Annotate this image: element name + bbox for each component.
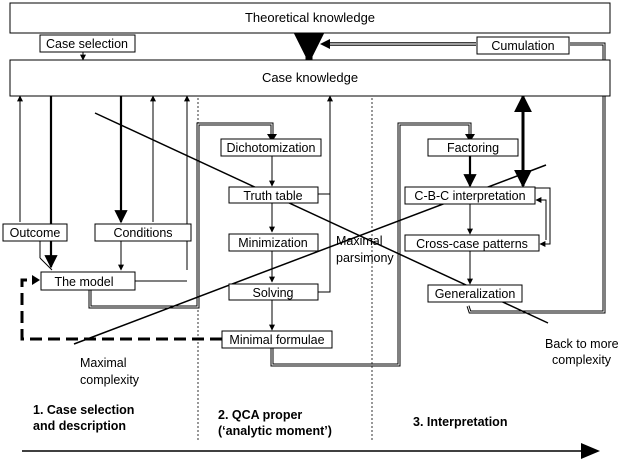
box-truth-table bbox=[228, 186, 319, 204]
label-case-selection: Case selection bbox=[46, 37, 128, 51]
label-solving: Solving bbox=[253, 286, 294, 300]
label-minimization: Minimization bbox=[238, 236, 308, 250]
annotation-maximal-complexity-2: complexity bbox=[80, 373, 140, 387]
label-generalization: Generalization bbox=[435, 287, 516, 301]
label-the-model: The model bbox=[54, 275, 113, 289]
label-theoretical-knowledge: Theoretical knowledge bbox=[245, 10, 375, 25]
box-cross-case-patterns bbox=[404, 234, 540, 252]
connectors bbox=[17, 2, 606, 459]
annotation-maximal-complexity-1: Maximal bbox=[80, 356, 127, 370]
box-case-selection bbox=[39, 34, 136, 53]
box-solving bbox=[228, 283, 319, 301]
box-generalization bbox=[427, 284, 523, 303]
label-conditions: Conditions bbox=[113, 226, 172, 240]
label-cbc-interpretation: C-B-C interpretation bbox=[414, 189, 525, 203]
phase-1-label-line1: 1. Case selection bbox=[33, 403, 134, 417]
box-factoring bbox=[427, 138, 519, 157]
label-outcome: Outcome bbox=[10, 226, 61, 240]
annotation-back-to-complexity-2: complexity bbox=[552, 353, 612, 367]
annotation-back-to-complexity-1: Back to more bbox=[545, 337, 619, 351]
dashed-feedback-arrow bbox=[20, 278, 222, 341]
label-cross-case-patterns: Cross-case patterns bbox=[416, 237, 528, 251]
label-cumulation: Cumulation bbox=[491, 39, 554, 53]
label-case-knowledge: Case knowledge bbox=[262, 70, 358, 85]
label-minimal-formulae: Minimal formulae bbox=[229, 333, 324, 347]
box-minimization bbox=[228, 233, 319, 252]
annotation-maximal-parsimony-2: parsimony bbox=[336, 251, 394, 265]
box-outcome bbox=[2, 223, 68, 242]
phase-1-label-line2: and description bbox=[33, 419, 126, 433]
annotation-maximal-parsimony-1: Maximal bbox=[336, 234, 383, 248]
box-theoretical-knowledge bbox=[9, 2, 611, 34]
box-cumulation bbox=[476, 36, 570, 55]
box-conditions bbox=[94, 223, 192, 242]
label-dichotomization: Dichotomization bbox=[227, 141, 316, 155]
box-cbc-interpretation bbox=[404, 186, 536, 205]
timeline-arrowhead bbox=[581, 443, 600, 459]
box-minimal-formulae bbox=[221, 330, 333, 349]
phase-3-label: 3. Interpretation bbox=[413, 415, 507, 429]
label-truth-table: Truth table bbox=[243, 189, 302, 203]
label-factoring: Factoring bbox=[447, 141, 499, 155]
phase-2-label-line2: (‘analytic moment’) bbox=[218, 424, 332, 438]
phase-2-label-line1: 2. QCA proper bbox=[218, 408, 302, 422]
box-dichotomization bbox=[220, 138, 322, 157]
box-case-knowledge bbox=[9, 59, 611, 97]
box-the-model bbox=[40, 271, 136, 291]
